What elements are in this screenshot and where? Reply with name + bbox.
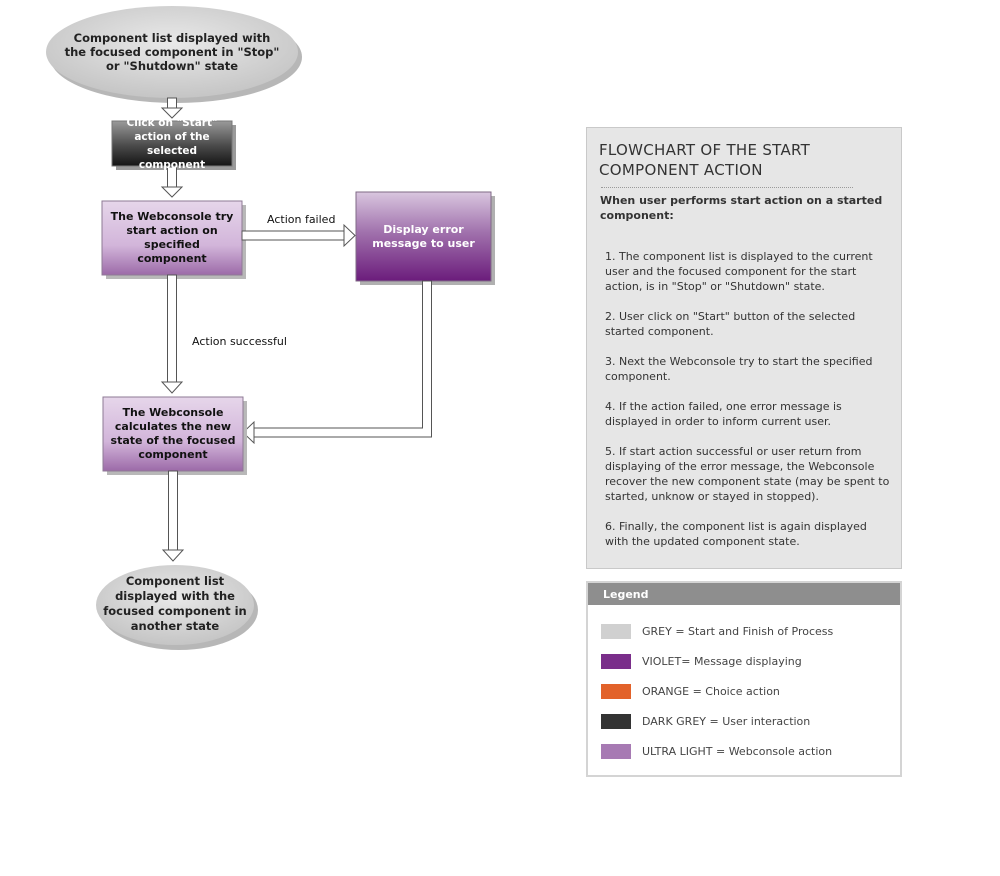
legend-item-label: ULTRA LIGHT = Webconsole action xyxy=(642,744,833,758)
arrow-try-to-error xyxy=(241,223,356,248)
arrow-try-to-calculate xyxy=(160,274,184,394)
info-steps: 1. The component list is displayed to th… xyxy=(605,249,893,564)
legend-panel: Legend GREY = Start and Finish of Proces… xyxy=(586,581,902,777)
calculate-node xyxy=(102,396,244,472)
click-start-node-label: Click on "Start" action of the selected … xyxy=(126,116,218,171)
start-node-label: Component list displayed with the focuse… xyxy=(64,31,280,73)
legend-item-violet: VIOLET= Message displaying xyxy=(601,652,802,670)
arrow-calculate-to-end xyxy=(161,470,185,562)
legend-title: Legend xyxy=(588,583,900,605)
info-separator xyxy=(601,187,853,188)
legend-item-label: DARK GREY = User interaction xyxy=(642,714,811,728)
info-step: 4. If the action failed, one error messa… xyxy=(605,400,842,428)
legend-item-orange: ORANGE = Choice action xyxy=(601,682,780,700)
info-subtitle: When user performs start action on a sta… xyxy=(600,194,883,222)
end-node xyxy=(96,565,254,645)
error-node xyxy=(355,191,492,282)
info-title: FLOWCHART OF THE START COMPONENT ACTION xyxy=(599,141,811,179)
click-start-node xyxy=(111,120,233,167)
legend-swatch xyxy=(601,623,631,639)
legend-item-dark-grey: DARK GREY = User interaction xyxy=(601,712,810,730)
arrow-start-to-click xyxy=(160,97,184,119)
legend-swatch xyxy=(601,653,631,669)
info-step: 6. Finally, the component list is again … xyxy=(605,520,867,548)
try-start-node-label: The Webconsole try start action on speci… xyxy=(110,210,234,265)
end-node-label: Component list displayed with the focuse… xyxy=(103,574,247,633)
edge-label-success: Action successful xyxy=(192,335,287,348)
calculate-node-label: The Webconsole calculates the new state … xyxy=(110,406,236,461)
legend-item-grey: GREY = Start and Finish of Process xyxy=(601,622,833,640)
info-step: 2. User click on "Start" button of the s… xyxy=(605,310,856,338)
arrow-error-to-calculate xyxy=(242,280,432,445)
error-node-label: Display error message to user xyxy=(372,223,475,250)
info-step: 3. Next the Webconsole try to start the … xyxy=(605,355,873,383)
legend-swatch xyxy=(601,683,631,699)
start-node xyxy=(46,6,298,98)
legend-item-label: VIOLET= Message displaying xyxy=(642,654,802,668)
legend-item-ultra-light: ULTRA LIGHT = Webconsole action xyxy=(601,742,832,760)
legend-item-label: ORANGE = Choice action xyxy=(642,684,780,698)
info-step: 1. The component list is displayed to th… xyxy=(605,250,873,293)
legend-item-label: GREY = Start and Finish of Process xyxy=(642,624,834,638)
info-panel: FLOWCHART OF THE START COMPONENT ACTION … xyxy=(586,127,902,569)
edge-label-failed: Action failed xyxy=(267,213,336,226)
legend-swatch xyxy=(601,713,631,729)
legend-swatch xyxy=(601,743,631,759)
info-step: 5. If start action successful or user re… xyxy=(605,445,890,503)
arrow-click-to-try xyxy=(160,166,184,198)
